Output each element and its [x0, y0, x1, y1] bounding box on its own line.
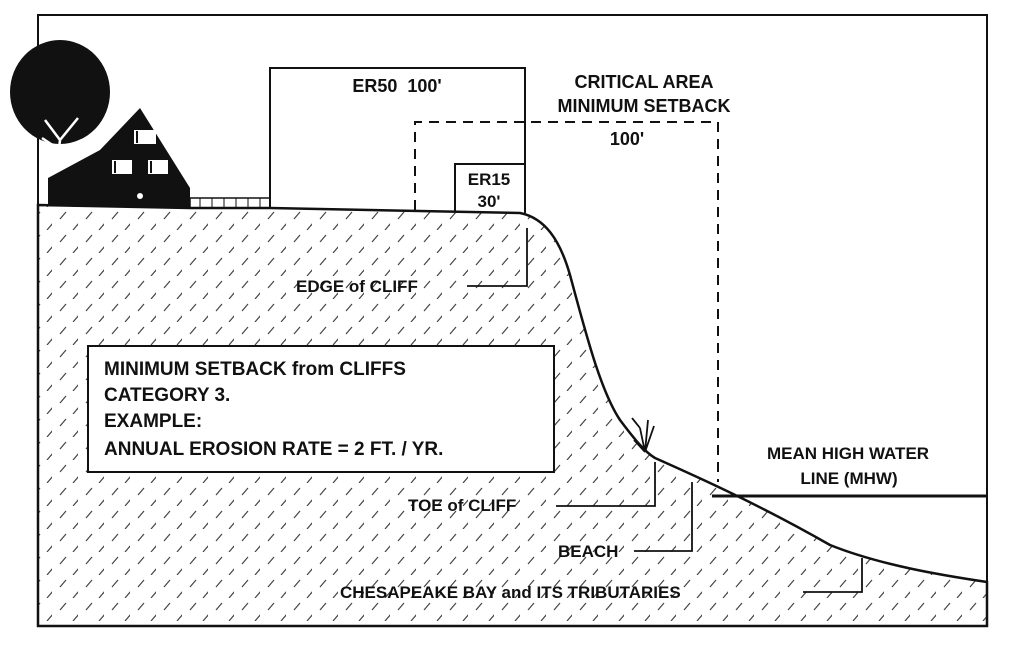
er15-label-line2: 30' — [478, 192, 501, 211]
critical-area-label-line1: CRITICAL AREA — [575, 72, 714, 92]
er15-setback-line — [454, 163, 525, 212]
shrub-icon — [631, 417, 655, 453]
example-line-1: MINIMUM SETBACK from CLIFFS — [104, 359, 406, 380]
er50-setback-line — [269, 67, 526, 213]
tree-icon — [10, 40, 110, 176]
critical-area-label-line2: MINIMUM SETBACK — [558, 96, 731, 116]
water-label: CHESAPEAKE BAY and ITS TRIBUTARIES — [340, 583, 681, 602]
toe-of-cliff-leader — [556, 462, 656, 507]
edge-of-cliff-label: EDGE of CLIFF — [296, 277, 418, 296]
critical-area-distance: 100' — [610, 129, 644, 149]
water-leader — [803, 558, 863, 593]
example-line-2: CATEGORY 3. — [104, 385, 230, 406]
example-line-4: ANNUAL EROSION RATE = 2 FT. / YR. — [104, 439, 443, 460]
er50-label: ER50 100' — [352, 76, 441, 96]
beach-label: BEACH — [558, 542, 618, 561]
toe-of-cliff-label: TOE of CLIFF — [408, 496, 516, 515]
mhw-label-line2: LINE (MHW) — [800, 469, 897, 488]
er15-label-line1: ER15 — [468, 170, 511, 189]
critical-area-setback-line — [414, 121, 719, 482]
house-icon — [48, 108, 190, 208]
edge-of-cliff-leader — [467, 228, 528, 287]
deck-icon — [189, 197, 271, 209]
beach-leader — [634, 482, 693, 552]
example-line-3: EXAMPLE: — [104, 411, 202, 432]
mhw-label-line1: MEAN HIGH WATER — [767, 444, 929, 463]
example-info-box: MINIMUM SETBACK from CLIFFS CATEGORY 3. … — [87, 345, 555, 473]
